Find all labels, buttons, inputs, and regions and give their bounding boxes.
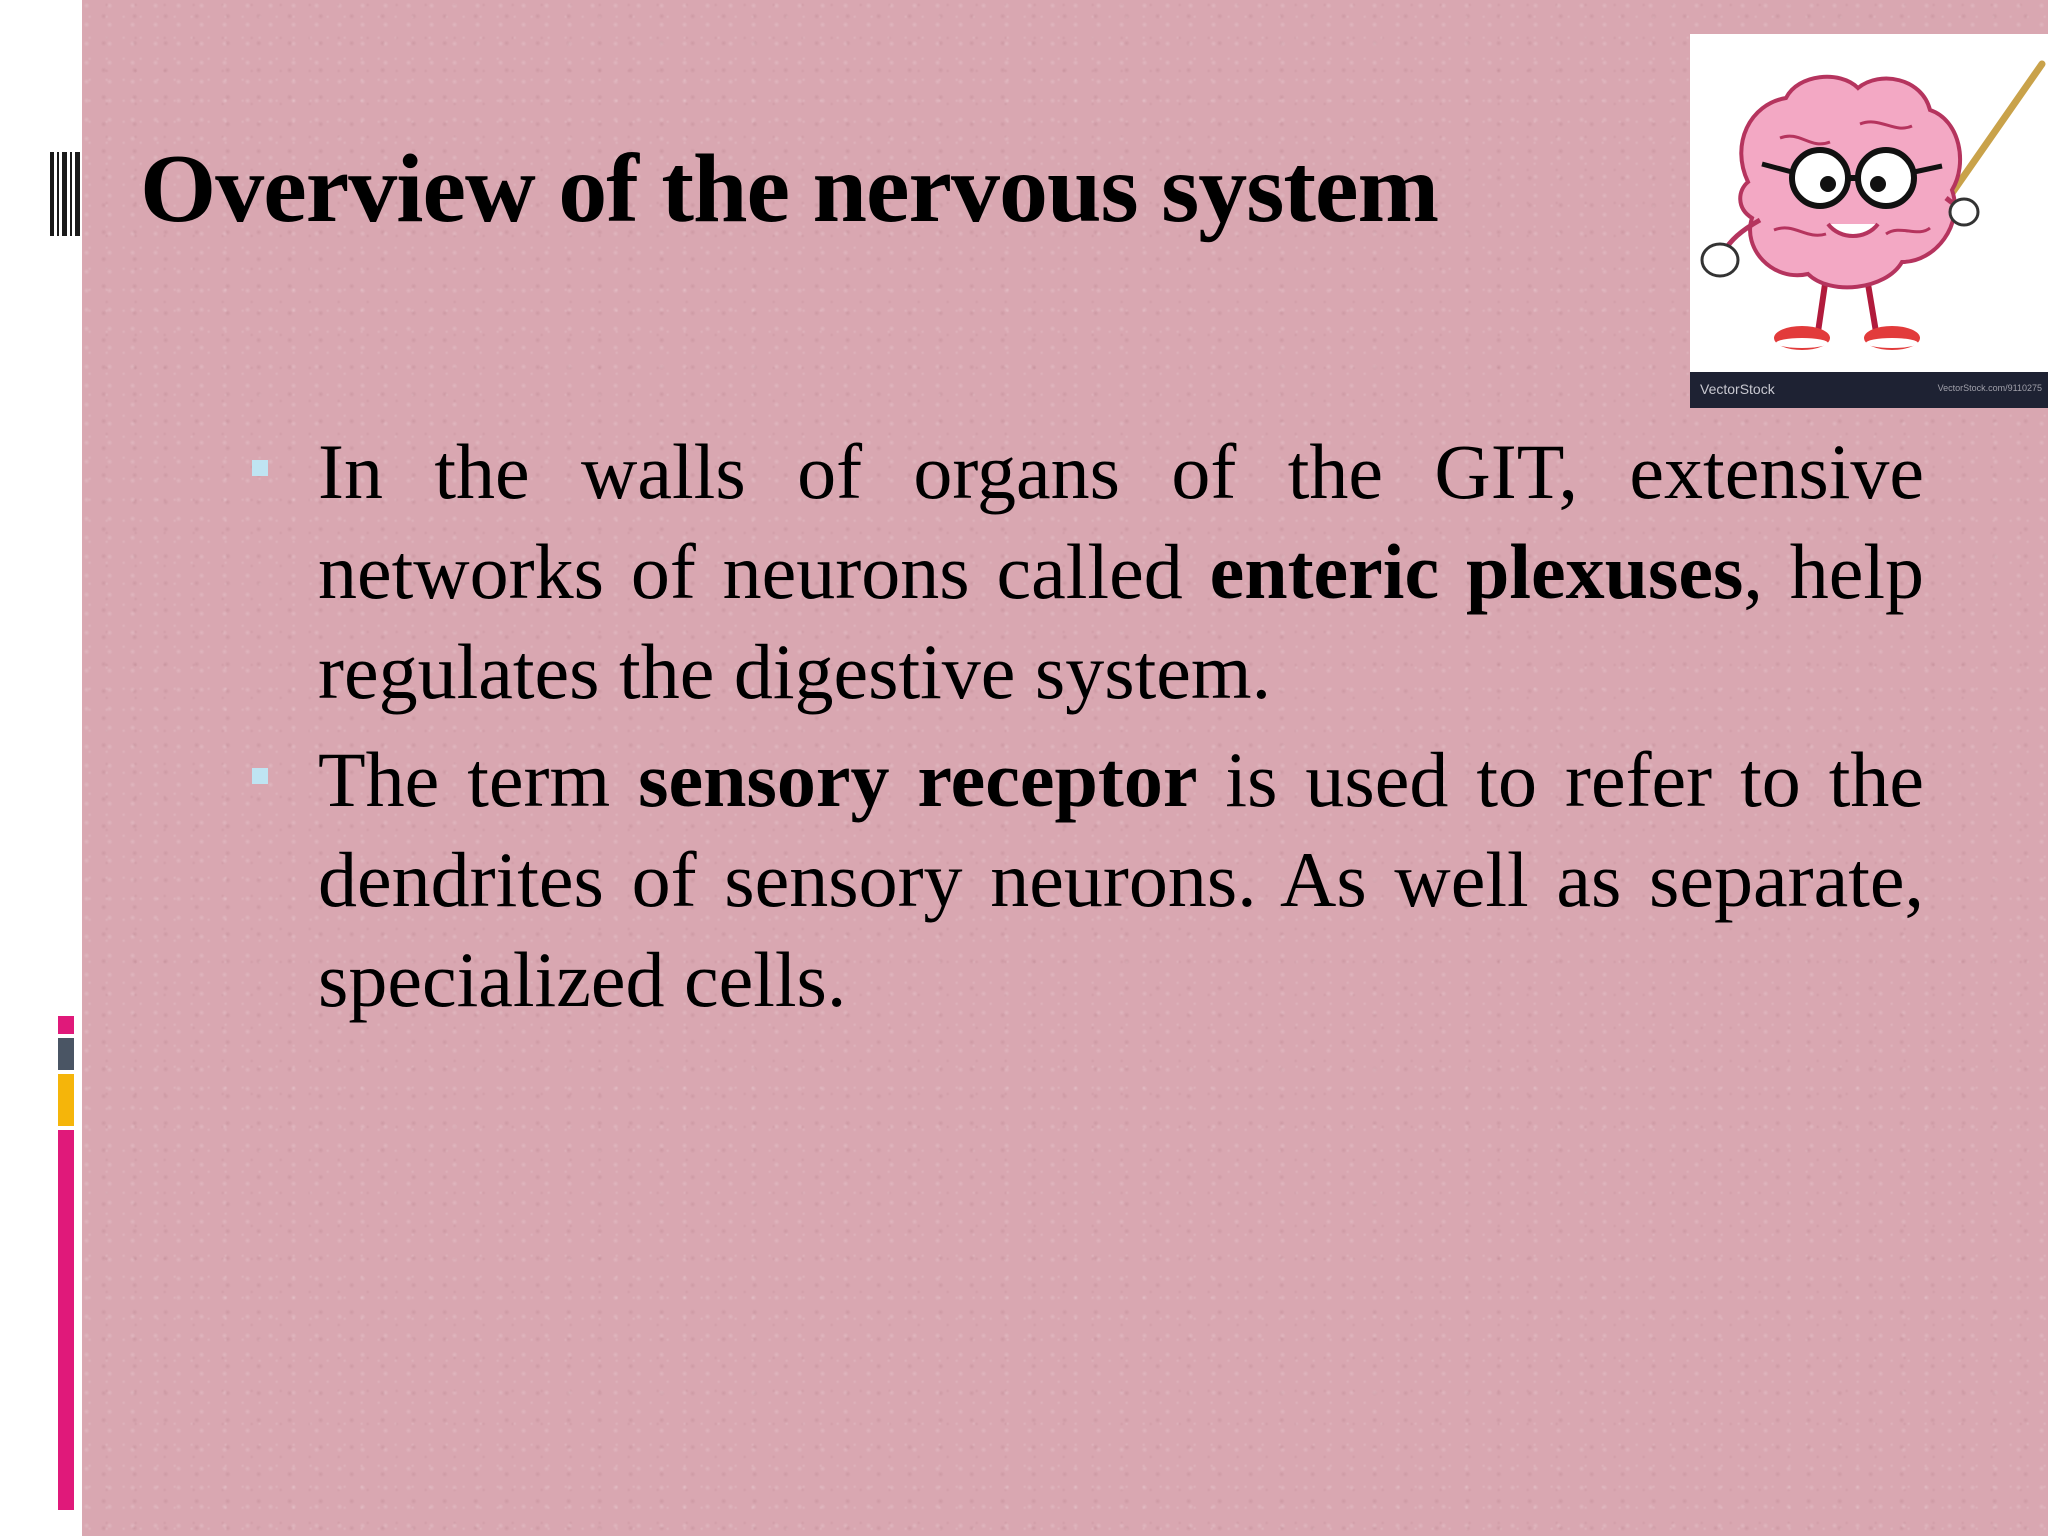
bullet-square-icon bbox=[252, 460, 268, 476]
list-item: The term sensory receptor is used to ref… bbox=[240, 730, 1924, 1030]
accent-bar-gray bbox=[58, 1038, 74, 1070]
brain-teacher-mascot-icon: VectorStock VectorStock.com/9110275 bbox=[1690, 34, 2048, 408]
accent-bar-pink-top bbox=[58, 1016, 74, 1034]
title-barcode-marker bbox=[50, 152, 80, 236]
watermark-reference: VectorStock.com/9110275 bbox=[1937, 383, 2042, 393]
watermark-bar: VectorStock VectorStock.com/9110275 bbox=[1690, 372, 2048, 408]
slide-title: Overview of the nervous system bbox=[140, 135, 1439, 243]
bullet-square-icon bbox=[252, 768, 268, 784]
bullet-text: In the walls of organs of the GIT, exten… bbox=[318, 428, 1925, 715]
list-item: In the walls of organs of the GIT, exten… bbox=[240, 422, 1924, 722]
watermark-brand: VectorStock bbox=[1700, 381, 1775, 397]
bullet-list: In the walls of organs of the GIT, exten… bbox=[240, 422, 1924, 1038]
accent-bar-gold bbox=[58, 1074, 74, 1126]
bullet-text: The term sensory receptor is used to ref… bbox=[318, 736, 1925, 1023]
accent-bar-pink-bottom bbox=[58, 1130, 74, 1510]
